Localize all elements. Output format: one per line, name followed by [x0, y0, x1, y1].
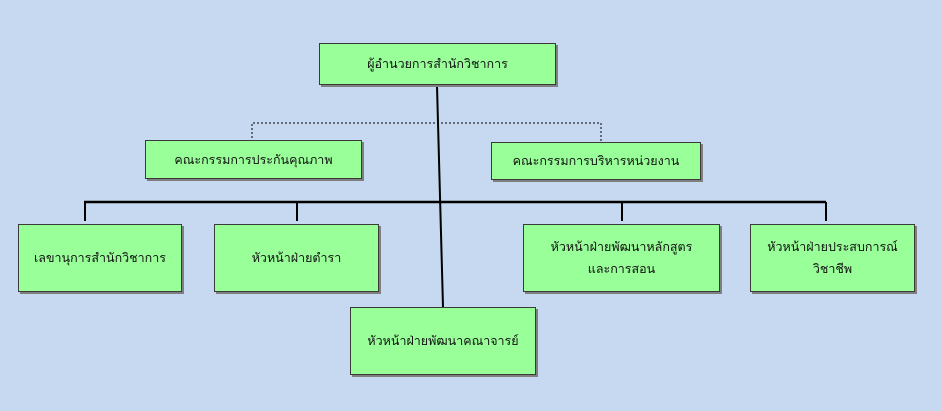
admin-committee-label: คณะกรรมการบริหารหน่วยงาน	[512, 153, 680, 169]
curriculum-head-box: หัวหน้าฝ่ายพัฒนาหลักสูตร และการสอน	[523, 224, 720, 292]
secretary-label: เลขานุการสำนักวิชาการ	[34, 250, 166, 266]
admin-committee-box: คณะกรรมการบริหารหน่วยงาน	[491, 142, 701, 180]
curriculum-head-label-line1: หัวหน้าฝ่ายพัฒนาหลักสูตร	[550, 239, 693, 255]
advisory-dotted-connector	[251, 122, 602, 142]
faculty-dev-head-label: หัวหน้าฝ่ายพัฒนาคณาจารย์	[367, 333, 519, 349]
trunk-line	[436, 85, 444, 308]
curriculum-head-label-line2: และการสอน	[587, 261, 656, 276]
director-box: ผู้อำนวยการสำนักวิชาการ	[319, 43, 556, 85]
quality-committee-label: คณะกรรมการประกันคุณภาพ	[174, 151, 333, 167]
quality-committee-box: คณะกรรมการประกันคุณภาพ	[145, 140, 362, 179]
faculty-dev-head-box: หัวหน้าฝ่ายพัฒนาคณาจารย์	[350, 307, 536, 375]
coop-head-label-line2: วิชาชีพ	[812, 261, 853, 276]
director-label: ผู้อำนวยการสำนักวิชาการ	[367, 56, 508, 72]
coop-head-box: หัวหน้าฝ่ายประสบการณ์ วิชาชีพ	[750, 224, 915, 292]
textbook-head-label: หัวหน้าฝ่ายตำรา	[251, 250, 342, 266]
textbook-head-box: หัวหน้าฝ่ายตำรา	[214, 224, 379, 292]
secretary-box: เลขานุการสำนักวิชาการ	[18, 224, 182, 292]
coop-head-label-line1: หัวหน้าฝ่ายประสบการณ์	[767, 239, 898, 255]
